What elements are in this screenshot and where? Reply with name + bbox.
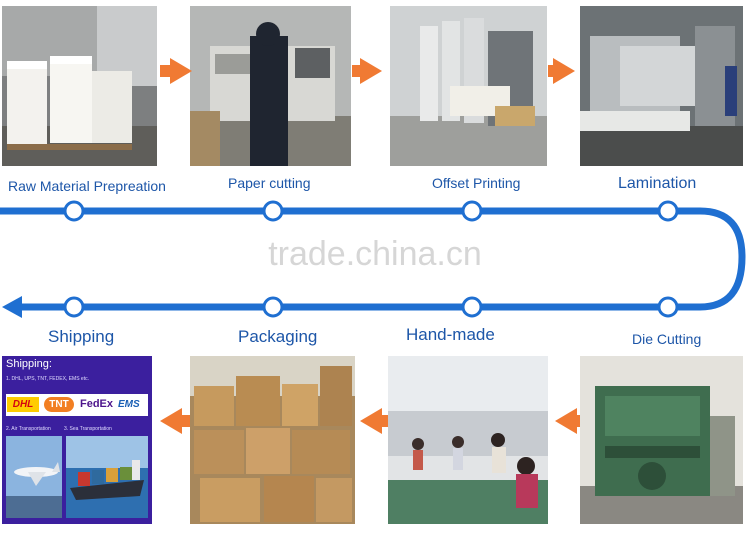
shipping-panel: Shipping: 1. DHL, UPS, TNT, FEDEX, EMS e…: [2, 356, 152, 524]
node-lamination: [659, 202, 677, 220]
flow-arrow-3: [553, 58, 575, 84]
flow-line-arrowhead: [2, 296, 22, 318]
flow-arrow-6: [160, 408, 182, 434]
flow-arrow-stem-6: [181, 415, 190, 427]
flow-arrow-4: [555, 408, 577, 434]
step-label-paper-cutting: Paper cutting: [228, 175, 311, 191]
node-offset-printing: [463, 202, 481, 220]
photo-paper-cutting: [190, 6, 351, 166]
air-transport-photo: [6, 436, 62, 518]
photo-lamination: [580, 6, 743, 166]
ems-logo: EMS: [118, 397, 140, 412]
tnt-logo: TNT: [44, 397, 74, 412]
flow-arrow-1: [170, 58, 192, 84]
carrier-logo-strip: DHL TNT FedEx EMS: [6, 394, 148, 416]
watermark-text: trade.china.cn: [0, 235, 750, 274]
photo-offset-printing: [390, 6, 547, 166]
fedex-logo: FedEx: [80, 397, 113, 412]
sea-caption: 3. Sea Transportation: [64, 426, 112, 432]
step-label-shipping: Shipping: [48, 327, 114, 347]
node-die-cutting: [659, 298, 677, 316]
step-label-die-cutting: Die Cutting: [632, 331, 701, 347]
node-shipping: [65, 298, 83, 316]
step-label-raw-material: Raw Material Prepreation: [8, 178, 166, 194]
photo-hand-made: [388, 356, 548, 524]
node-raw-material: [65, 202, 83, 220]
flow-arrow-stem-1: [160, 65, 171, 77]
step-label-lamination: Lamination: [618, 175, 696, 193]
flow-arrow-stem-3: [548, 65, 554, 77]
node-hand-made: [463, 298, 481, 316]
sea-transport-photo: [66, 436, 148, 518]
flow-arrow-stem-5: [381, 415, 388, 427]
step-label-packaging: Packaging: [238, 327, 317, 347]
flow-arrow-stem-2: [352, 65, 361, 77]
photo-raw-material: [2, 6, 157, 166]
flow-arrow-5: [360, 408, 382, 434]
step-label-offset-printing: Offset Printing: [432, 175, 520, 191]
dhl-logo: DHL: [7, 397, 39, 412]
step-label-hand-made: Hand-made: [406, 325, 495, 345]
photo-die-cutting: [580, 356, 743, 524]
node-packaging: [264, 298, 282, 316]
node-paper-cutting: [264, 202, 282, 220]
flow-arrow-stem-4: [576, 415, 580, 427]
shipping-carriers-line: 1. DHL, UPS, TNT, FEDEX, EMS etc.: [6, 376, 89, 382]
photo-packaging: [190, 356, 355, 524]
flow-arrow-2: [360, 58, 382, 84]
air-caption: 2. Air Transportation: [6, 426, 51, 432]
shipping-panel-title: Shipping:: [6, 358, 52, 370]
